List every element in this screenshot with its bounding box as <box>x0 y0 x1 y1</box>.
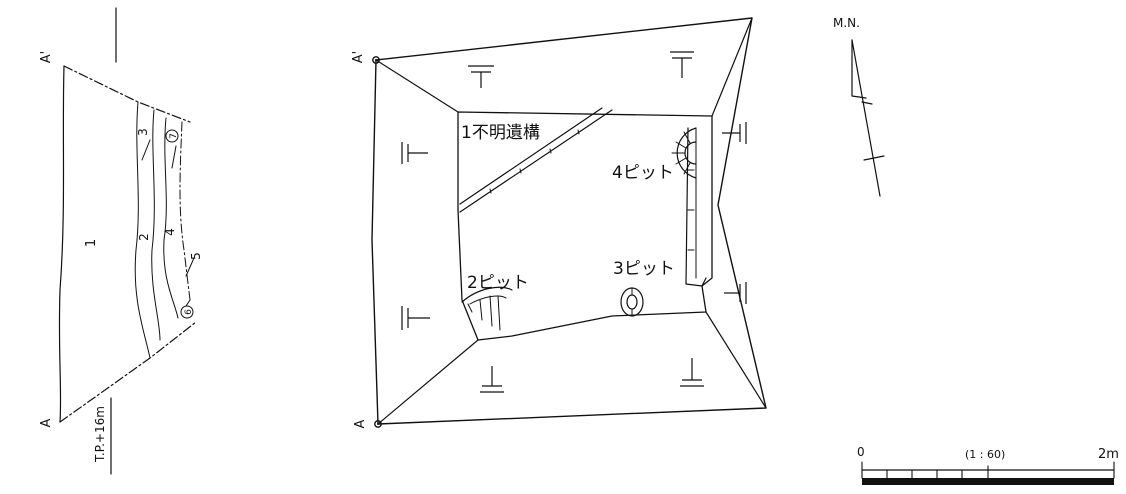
section-upper-line <box>63 65 191 123</box>
leader-3 <box>141 139 151 161</box>
elevation-label: T.P.+16m <box>93 406 107 463</box>
plan-label-a: A <box>353 419 368 428</box>
slope-top-1 <box>468 65 494 88</box>
corner-line-nw <box>375 59 459 113</box>
section-left-wall <box>58 65 65 423</box>
feature-3-pit <box>620 287 644 317</box>
feature-2-pit <box>461 286 513 331</box>
layer-label-4: 4 <box>163 228 177 236</box>
slope-right-1 <box>722 122 747 144</box>
leader-7 <box>171 145 177 169</box>
scale-ratio-label: (1 : 60) <box>965 448 1005 461</box>
layer-label-3: 3 <box>136 128 150 136</box>
scale-end-label: 2m <box>1098 447 1119 462</box>
corner-line-sw <box>377 339 479 425</box>
layer-label-1: 1 <box>84 239 99 247</box>
corner-line-se <box>705 311 767 409</box>
section-label-a: A <box>39 418 54 427</box>
scale-bar-fill <box>862 478 1114 485</box>
north-label: M.N. <box>833 16 860 30</box>
corner-line-ne <box>711 17 753 117</box>
survey-point-a-prime <box>372 56 380 64</box>
slope-symbols <box>401 51 747 393</box>
layer-boundary-2 <box>151 109 161 341</box>
section-lower-line <box>59 321 197 423</box>
leader-5 <box>185 257 195 277</box>
layer-label-2: 2 <box>137 233 151 241</box>
circle-7 <box>165 129 179 143</box>
survey-point-a-dot <box>377 423 379 425</box>
leader-6 <box>185 299 191 307</box>
slope-bottom-1 <box>480 366 504 393</box>
plan-outer-boundary <box>371 17 767 425</box>
slope-bottom-2 <box>680 358 704 387</box>
section-profile: 1 2 3 4 5 6 7 A' A T.P.+16m <box>39 7 203 475</box>
slope-left-2 <box>401 306 430 330</box>
plan-label-a-prime: A' <box>351 51 366 63</box>
circle-6 <box>180 305 194 319</box>
slope-top-2 <box>670 51 694 78</box>
feature-label-2: 2ピット <box>467 273 529 293</box>
layer-label-7: 7 <box>169 133 179 139</box>
scale-start-label: 0 <box>857 445 865 459</box>
feature-1-trench <box>459 107 613 213</box>
plan-inner-floor <box>457 111 713 341</box>
slope-left-1 <box>401 142 428 164</box>
scale-bar: 0 (1 : 60) 2m <box>857 445 1119 485</box>
feature-label-4: 4ピット <box>612 163 674 183</box>
layer-boundary-3 <box>163 117 179 319</box>
feature-label-1: 1不明遺構 <box>461 123 540 143</box>
layer-boundary-1 <box>134 101 151 359</box>
plan-view: A' A <box>351 17 767 428</box>
survey-point-a-prime-dot <box>375 59 377 61</box>
slope-right-2 <box>724 282 747 304</box>
layer-label-6: 6 <box>184 309 194 315</box>
north-arrow: M.N. <box>833 16 885 197</box>
section-label-a-prime: A' <box>39 51 54 63</box>
survey-point-a <box>374 420 382 428</box>
feature-4-pit <box>671 127 707 287</box>
layer-label-5: 5 <box>189 252 203 260</box>
feature-label-3: 3ピット <box>613 259 675 279</box>
layer-boundary-4 <box>179 121 191 301</box>
